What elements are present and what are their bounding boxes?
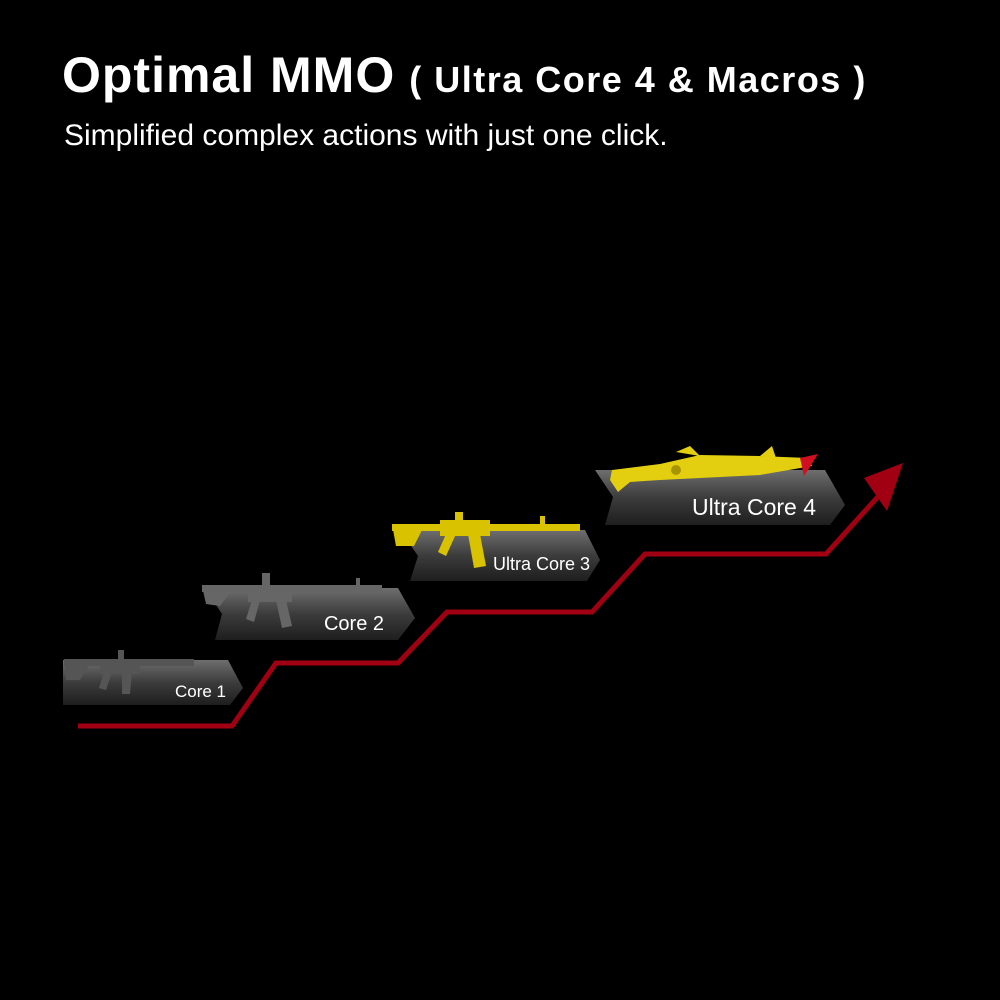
title-suffix: ( Ultra Core 4 & Macros ) bbox=[409, 59, 867, 100]
page-title: Optimal MMO ( Ultra Core 4 & Macros ) bbox=[62, 46, 867, 104]
rifle-icon bbox=[64, 650, 194, 694]
level-ultra-core-4: Ultra Core 4 bbox=[595, 446, 845, 525]
rifle-icon bbox=[202, 573, 382, 628]
level-core-1: Core 1 bbox=[63, 650, 243, 705]
subtitle: Simplified complex actions with just one… bbox=[64, 119, 668, 152]
level-plate bbox=[595, 470, 845, 525]
golden-blade-weapon-icon bbox=[610, 446, 818, 492]
progress-line bbox=[78, 488, 886, 729]
arrow-head-icon bbox=[864, 463, 903, 511]
level-label: Ultra Core 4 bbox=[692, 494, 816, 520]
level-label: Core 1 bbox=[175, 682, 226, 701]
level-core-2: Core 2 bbox=[202, 573, 415, 640]
level-label: Ultra Core 3 bbox=[493, 554, 590, 574]
golden-rifle-icon bbox=[392, 512, 580, 568]
title-main: Optimal MMO bbox=[62, 47, 396, 103]
level-ultra-core-3: Ultra Core 3 bbox=[392, 512, 600, 581]
level-label: Core 2 bbox=[324, 613, 384, 635]
